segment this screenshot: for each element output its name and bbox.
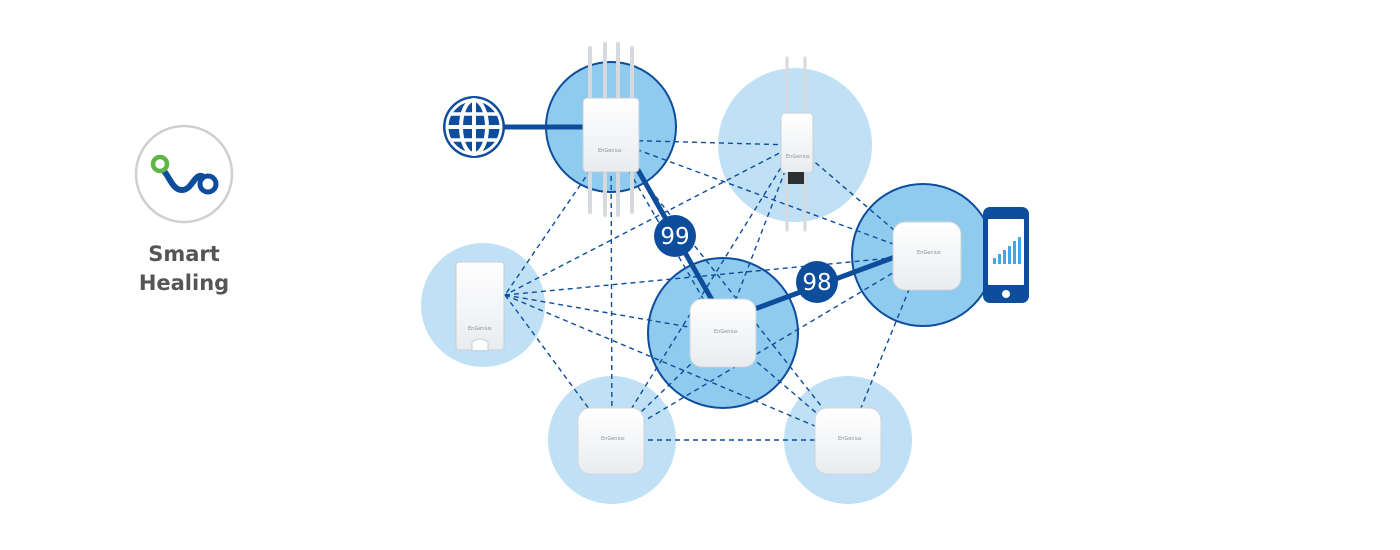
- ap-ceiling-bottom-left-brand: EnGenius: [601, 436, 625, 442]
- mesh-links: [504, 139, 924, 441]
- ap-outdoor-quad-device: EnGenius: [582, 42, 640, 217]
- ap-ceiling-right-device: EnGenius: [892, 221, 962, 291]
- ap-ceiling-center-brand: EnGenius: [714, 329, 738, 335]
- ap-outdoor-dual-brand: EnGenius: [786, 154, 810, 160]
- globe-icon: [443, 96, 505, 158]
- ap-bridge-device: EnGenius: [455, 261, 505, 351]
- feature-title-line2: Healing: [138, 271, 230, 295]
- smartphone-icon: [983, 207, 1029, 303]
- feature-title: Smart Healing: [100, 240, 268, 298]
- ap-ceiling-bottom-right-device: EnGenius: [814, 407, 882, 475]
- ap-outdoor-dual-device: EnGenius: [780, 56, 814, 232]
- signal-bars-icon: [993, 237, 1021, 264]
- smart-healing-path-icon: [134, 124, 234, 224]
- ap-ceiling-center-device: EnGenius: [689, 298, 757, 368]
- ap-ceiling-bottom-right-brand: EnGenius: [838, 436, 862, 442]
- ap-bridge-brand: EnGenius: [468, 326, 492, 332]
- ap-outdoor-quad-brand: EnGenius: [598, 148, 622, 154]
- metric-badge-99: 99: [654, 215, 696, 257]
- ap-ceiling-bottom-left-device: EnGenius: [577, 407, 645, 475]
- metric-badge-98-value: 98: [802, 270, 831, 296]
- ap-ceiling-right-brand: EnGenius: [917, 250, 941, 256]
- metric-badge-99-value: 99: [660, 224, 689, 250]
- metric-badge-98: 98: [796, 261, 838, 303]
- feature-title-line1: Smart: [148, 242, 220, 266]
